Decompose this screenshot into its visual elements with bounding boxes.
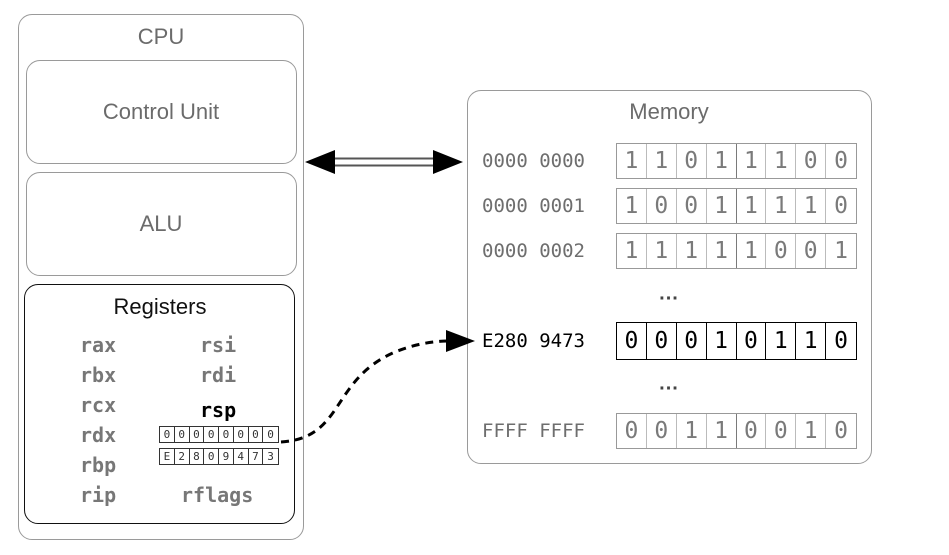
rsp-cell: 7 [249,449,264,464]
rsp-cell: 0 [204,427,219,442]
memory-bit: 0 [737,323,767,359]
memory-bit: 0 [796,144,827,178]
memory-byte: 1 1 1 1 1 0 0 1 [616,233,857,269]
memory-byte: 1 1 0 1 1 1 0 0 [616,143,857,179]
memory-box [467,90,872,464]
memory-address: 0000 0002 [482,240,585,262]
register-rsp: rsp [200,398,237,422]
memory-bit: 0 [766,414,797,448]
registers-box [24,284,295,524]
memory-bit: 0 [677,323,707,359]
memory-bit: 0 [834,418,848,444]
rsp-cell: 4 [234,449,249,464]
register-rbp: rbp [80,453,117,477]
rsp-pointer-arrow [280,330,475,444]
rsp-cell: 3 [267,450,274,463]
cpu-title: CPU [137,24,185,49]
memory-bit: 1 [707,234,737,268]
memory-bit: 1 [617,144,647,178]
alu-label: ALU [139,211,183,236]
memory-bit: 1 [707,323,737,359]
rsp-cell: 0 [219,427,234,442]
rsp-cell: 9 [219,449,234,464]
memory-bit: 1 [796,189,827,223]
memory-bit: 1 [617,234,647,268]
memory-title: Memory [629,99,709,124]
rsp-cell: 0 [160,427,175,442]
register-rdx: rdx [80,423,117,447]
register-rcx: rcx [80,393,117,417]
memory-bit: 0 [677,189,707,223]
memory-bit: 0 [647,323,677,359]
register-rbx: rbx [80,363,117,387]
rsp-cell: 0 [234,427,249,442]
memory-bit: 0 [677,144,707,178]
bus-double-arrow [305,150,463,174]
rsp-cell: 0 [175,427,190,442]
memory-address-highlighted: E280 9473 [482,330,585,352]
memory-bit: 1 [707,144,737,178]
memory-bit: 1 [737,189,767,223]
register-rflags: rflags [181,483,254,507]
memory-bit: 0 [834,148,848,174]
memory-bit: 0 [617,414,647,448]
memory-byte: 1 0 0 1 1 1 1 0 [616,188,857,224]
rsp-cell: 0 [190,427,205,442]
register-rax: rax [80,333,117,357]
memory-byte-highlighted: 0 0 0 1 0 1 1 0 [616,322,857,360]
memory-address: FFFF FFFF [482,420,585,442]
control-unit-box [26,60,297,164]
memory-ellipsis: ... [659,372,679,395]
rsp-cell: 0 [267,428,274,441]
memory-bit: 1 [737,144,767,178]
memory-bit: 1 [766,189,797,223]
memory-bit: 0 [647,414,677,448]
memory-byte: 0 0 1 1 0 0 1 0 [616,413,857,449]
memory-bit: 1 [617,189,647,223]
memory-bit: 0 [737,414,767,448]
alu-box [26,172,297,276]
memory-bit: 0 [766,234,797,268]
memory-bit: 1 [766,144,797,178]
memory-bit: 0 [647,189,677,223]
rsp-cell: 0 [204,449,219,464]
control-unit-label: Control Unit [102,99,220,124]
rsp-cell: 8 [190,449,205,464]
memory-bit: 1 [677,234,707,268]
register-rsi: rsi [200,333,237,357]
memory-bit: 1 [834,238,848,264]
memory-bit: 1 [766,323,797,359]
memory-bit: 0 [834,328,848,354]
memory-bit: 1 [796,414,827,448]
memory-ellipsis: ... [659,282,679,305]
memory-bit: 1 [796,323,827,359]
cpu-box [18,14,304,540]
memory-bit: 1 [647,234,677,268]
register-rdi: rdi [200,363,237,387]
rsp-value-row-1: 0 0 0 0 0 0 0 0 [159,426,279,443]
memory-address: 0000 0000 [482,150,585,172]
rsp-cell: 2 [175,449,190,464]
rsp-cell: 0 [249,427,264,442]
rsp-cell: E [160,449,175,464]
rsp-value-row-2: E 2 8 0 9 4 7 3 [159,448,279,465]
memory-bit: 0 [796,234,827,268]
memory-bit: 1 [737,234,767,268]
memory-bit: 0 [617,323,647,359]
register-rip: rip [80,483,117,507]
registers-title: Registers [113,294,207,319]
memory-bit: 1 [677,414,707,448]
memory-bit: 0 [834,193,848,219]
memory-bit: 1 [647,144,677,178]
memory-address: 0000 0001 [482,195,585,217]
memory-bit: 1 [707,414,737,448]
memory-bit: 1 [707,189,737,223]
